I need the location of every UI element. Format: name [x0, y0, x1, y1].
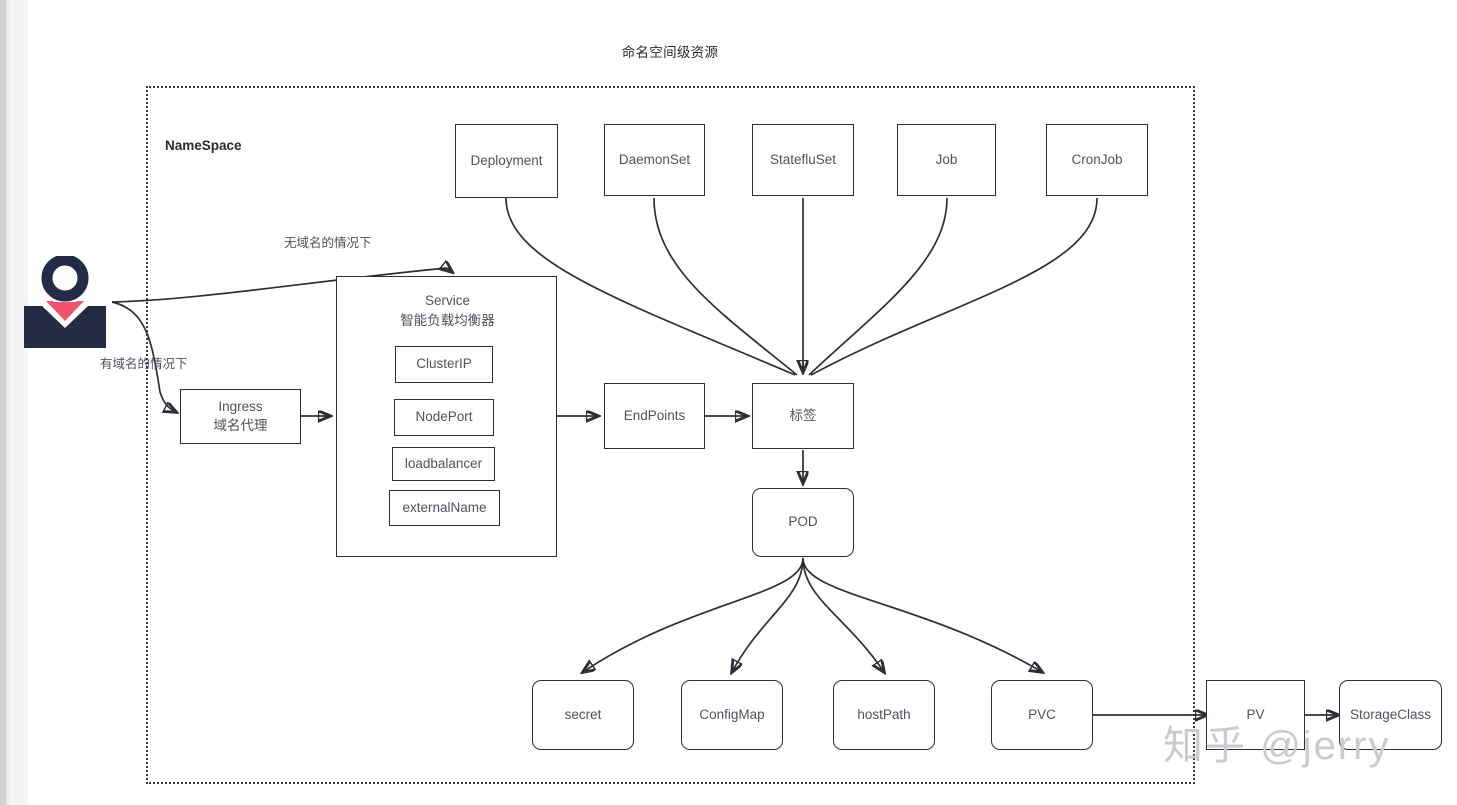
node-nodeport-label: NodePort [415, 409, 473, 425]
namespace-label: NameSpace [165, 138, 242, 153]
node-externalname-label: externalName [402, 499, 487, 515]
node-nodeport[interactable]: NodePort [394, 399, 494, 436]
user-icon [22, 254, 108, 348]
node-deployment-label: Deployment [470, 152, 543, 168]
node-secret[interactable]: secret [532, 680, 634, 750]
edge-label-no-domain: 无域名的情况下 [284, 236, 372, 250]
node-pv[interactable]: PV [1206, 680, 1305, 750]
node-hostpath-label: hostPath [857, 706, 911, 722]
node-configmap[interactable]: ConfigMap [681, 680, 783, 750]
node-ingress[interactable]: Ingress 域名代理 [180, 389, 301, 444]
node-labels[interactable]: 标签 [752, 383, 854, 449]
node-endpoints[interactable]: EndPoints [604, 383, 705, 449]
node-configmap-label: ConfigMap [699, 706, 765, 722]
namespace-boundary [146, 86, 1195, 784]
node-pod-label: POD [788, 514, 818, 530]
node-pv-label: PV [1246, 706, 1265, 722]
node-pvc-label: PVC [1028, 706, 1056, 722]
node-deployment[interactable]: Deployment [455, 124, 558, 198]
edge-label-with-domain: 有域名的情况下 [100, 357, 188, 371]
node-job[interactable]: Job [897, 124, 996, 196]
page-title: 命名空间级资源 [621, 45, 719, 60]
node-hostpath[interactable]: hostPath [833, 680, 935, 750]
node-statefulset-label: StatefluSet [769, 151, 837, 167]
service-title-line1: Service [424, 293, 470, 308]
service-title-line2: 智能负载均衡器 [400, 312, 495, 328]
node-pod[interactable]: POD [752, 488, 854, 557]
node-pvc[interactable]: PVC [991, 680, 1093, 750]
node-endpoints-label: EndPoints [623, 407, 686, 423]
node-daemonset-label: DaemonSet [618, 151, 691, 167]
node-loadbalancer[interactable]: loadbalancer [392, 447, 495, 481]
node-daemonset[interactable]: DaemonSet [604, 124, 705, 196]
node-cronjob-label: CronJob [1071, 151, 1123, 167]
service-title: Service 智能负载均衡器 [337, 291, 558, 330]
node-storageclass-label: StorageClass [1349, 706, 1432, 722]
page-gutter-shadow [0, 0, 10, 805]
node-statefulset[interactable]: StatefluSet [752, 124, 854, 196]
node-ingress-label: Ingress [218, 399, 263, 415]
node-cronjob[interactable]: CronJob [1046, 124, 1148, 196]
node-ingress-sublabel: 域名代理 [213, 417, 268, 433]
node-labels-label: 标签 [789, 407, 817, 423]
node-loadbalancer-label: loadbalancer [404, 455, 483, 471]
node-externalname[interactable]: externalName [389, 490, 500, 526]
node-storageclass[interactable]: StorageClass [1339, 680, 1442, 750]
node-job-label: Job [935, 151, 958, 167]
node-clusterip-label: ClusterIP [416, 356, 472, 372]
node-secret-label: secret [564, 706, 602, 722]
page-gutter [10, 0, 28, 805]
node-clusterip[interactable]: ClusterIP [395, 346, 493, 383]
